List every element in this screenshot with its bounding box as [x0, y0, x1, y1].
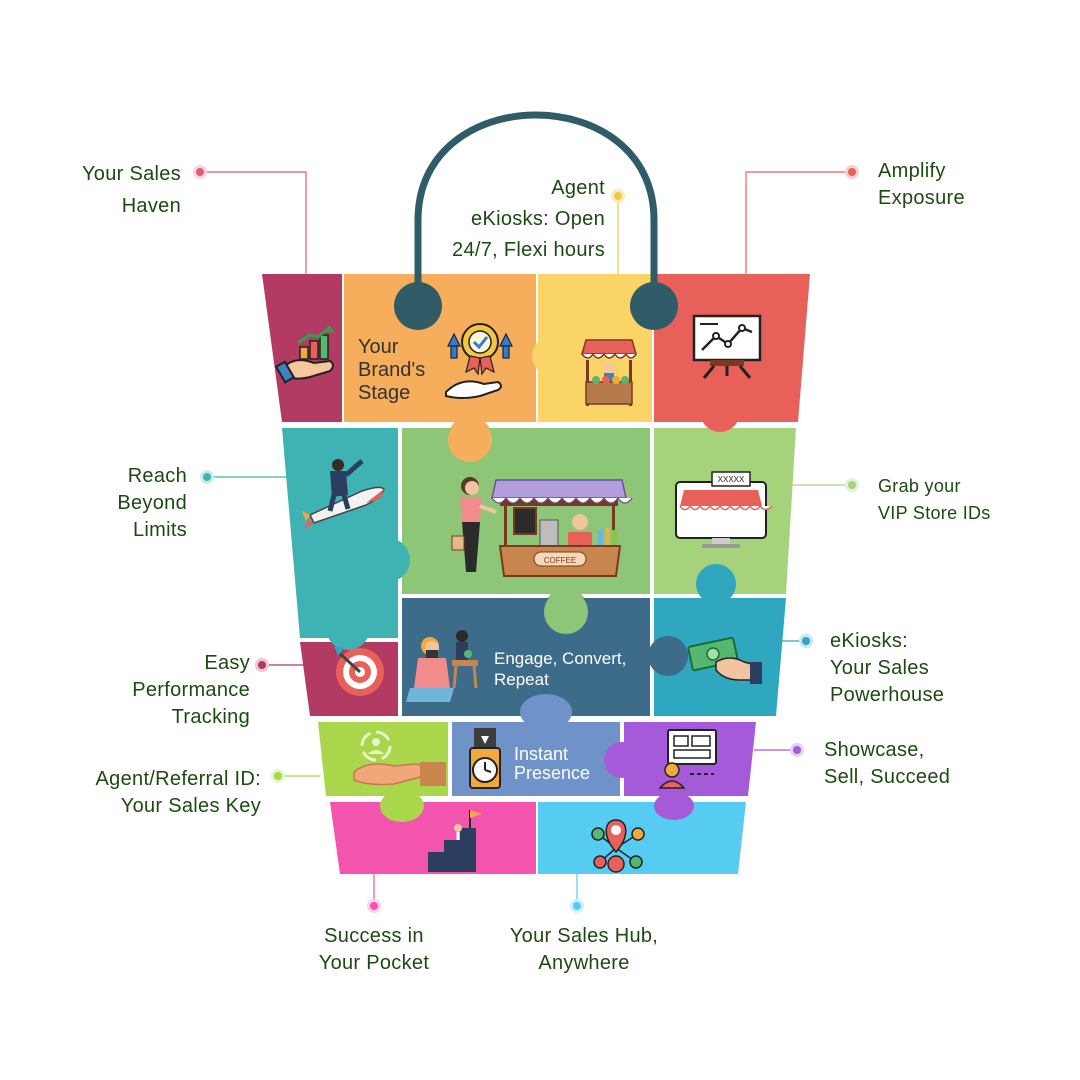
target-icon [334, 646, 384, 696]
dot-sales-haven-core [196, 168, 204, 176]
connector-amplify [745, 171, 852, 274]
location-network-icon [591, 819, 645, 873]
referral-hand-icon [353, 730, 446, 786]
referral-line-1: Agent/Referral ID: [95, 768, 261, 790]
agent-ekiosks-line-1: Agent [551, 177, 605, 199]
grab-line-1: Grab your [878, 476, 961, 496]
award-hand-icon [445, 323, 513, 399]
sales-haven-line-2: Haven [121, 195, 181, 217]
grab-line-2: VIP Store IDs [878, 503, 991, 523]
tab-red-into-lightgreen [700, 392, 740, 432]
bag-handle [414, 111, 658, 305]
piece-pink [330, 802, 536, 874]
photographer-scene [406, 630, 478, 702]
referral-line-2: Your Sales Key [120, 795, 261, 817]
easy-line-2: Performance [132, 679, 250, 701]
easy-line-3: Tracking [171, 706, 250, 728]
pocket-line-1: Success in [324, 925, 424, 947]
powerhouse-line-1: eKiosks: [830, 630, 908, 652]
engage-convert-repeat-text: Engage, Convert, Repeat [494, 648, 626, 690]
handle-rivet-right [630, 282, 678, 330]
label-success-in-pocket: Success in Your Pocket [294, 923, 454, 977]
label-amplify-exposure: Amplify Exposure [878, 158, 965, 212]
label-agent-referral-id: Agent/Referral ID: Your Sales Key [96, 766, 261, 820]
instant-line-2: Presence [514, 763, 591, 783]
agent-ekiosks-line-2: eKiosks: Open [471, 208, 605, 230]
powerhouse-line-2: Your Sales [830, 657, 929, 679]
tab-teal-left-down [326, 606, 370, 650]
tab-teal-into-green [366, 538, 410, 582]
tab-green-into-slate [544, 590, 588, 634]
online-store-icon: XXXXX [675, 471, 773, 548]
goal-climb-icon [428, 810, 482, 872]
dot-success-pocket-core [370, 902, 378, 910]
tab-blue-up [520, 694, 572, 730]
label-your-sales-haven: Your Sales Haven [82, 158, 181, 222]
tab-orange-into-green [448, 418, 492, 462]
piece-teal-left [282, 428, 398, 638]
easy-line-1: Easy [204, 652, 250, 674]
tab-yellow-into-orange [532, 336, 572, 376]
hub-line-1: Your Sales Hub, [509, 925, 659, 947]
dot-grab-vip-core [848, 481, 856, 489]
coffee-kiosk-scene: COFFEE [451, 477, 633, 577]
pocket-line-2: Your Pocket [318, 952, 430, 974]
label-your-sales-hub: Your Sales Hub, Anywhere [494, 923, 674, 977]
reach-line-2: Beyond [117, 492, 187, 514]
instant-presence-text: Instant Presence [514, 745, 590, 783]
growth-hand-icon [274, 325, 334, 384]
store-sign-text: XXXXX [718, 475, 745, 484]
presentation-chart-icon [692, 314, 762, 379]
dot-agent-ekiosks-core [614, 192, 622, 200]
dot-amplify-core [848, 168, 856, 176]
showcase-line-2: Sell, Succeed [824, 766, 951, 788]
agent-ekiosks-line-3: 24/7, Flexi hours [452, 239, 605, 261]
showcase-line-1: Showcase, [824, 739, 925, 761]
market-stall-icon [581, 339, 637, 406]
instant-line-1: Instant [514, 744, 569, 764]
powerhouse-line-3: Powerhouse [830, 684, 945, 706]
sales-haven-line-1: Your Sales [82, 163, 181, 185]
tab-teal-right-up [696, 564, 736, 604]
rocket-man-icon [302, 459, 385, 529]
label-agent-ekiosks: Agent eKiosks: Open 24/7, Flexi hours [452, 173, 605, 266]
dot-reach-core [203, 473, 211, 481]
dot-ekiosks-powerhouse-core [802, 637, 810, 645]
label-ekiosks-sales-powerhouse: eKiosks: Your Sales Powerhouse [830, 628, 944, 709]
dashboard-person-icon [658, 729, 717, 789]
reach-line-1: Reach [127, 465, 187, 487]
tab-slate-into-teal [648, 636, 688, 676]
dot-sales-hub-core [573, 902, 581, 910]
clock-time-icon [469, 728, 501, 789]
engage-line-2: Repeat [494, 670, 549, 689]
cash-hand-icon [687, 636, 762, 684]
brands-stage-line-1: Your [358, 336, 399, 358]
dot-agent-referral-core [274, 772, 282, 780]
engage-line-1: Engage, Convert, [494, 649, 627, 668]
amplify-line-2: Exposure [878, 187, 965, 209]
brands-stage-line-2: Brand's [358, 359, 426, 381]
coffee-sign-text: COFFEE [544, 556, 576, 565]
dot-showcase-core [793, 746, 801, 754]
dot-easy-tracking-core [258, 661, 266, 669]
label-reach-beyond-limits: Reach Beyond Limits [117, 463, 187, 544]
connector-sales-haven [200, 171, 307, 274]
your-brands-stage-text: Your Brand's Stage [358, 336, 425, 405]
label-easy-performance-tracking: Easy Performance Tracking [132, 650, 250, 731]
tab-purple-into-blue [604, 742, 640, 778]
handle-rivet-left [394, 282, 442, 330]
label-showcase-sell-succeed: Showcase, Sell, Succeed [824, 737, 950, 791]
reach-line-3: Limits [132, 519, 187, 541]
label-grab-vip-store-ids: Grab your VIP Store IDs [878, 473, 991, 527]
amplify-line-1: Amplify [878, 160, 946, 182]
tab-purple-down [654, 792, 694, 820]
tab-lime-down [380, 790, 424, 822]
hub-line-2: Anywhere [538, 952, 630, 974]
brands-stage-line-3: Stage [358, 382, 411, 404]
